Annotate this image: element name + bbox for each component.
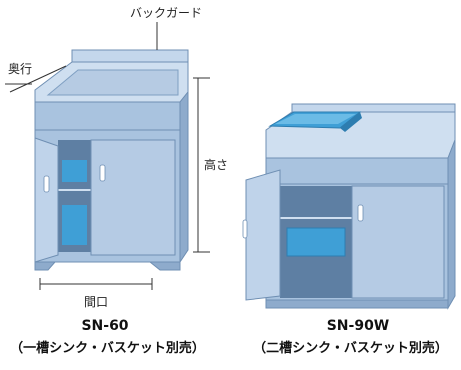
backguard-label: バックガード (130, 6, 203, 20)
sn-60-model: SN-60 (81, 318, 129, 334)
sn-90w-model: SN-90W (326, 318, 390, 334)
dimension-lines (5, 22, 210, 290)
sn-90w-cabinet (242, 103, 456, 310)
height-label: 高さ (204, 158, 229, 172)
sn-60-description: （一槽シンク・バスケット別売） (10, 341, 205, 356)
sn-90w-description: （二槽シンク・バスケット別売） (253, 341, 448, 356)
depth-label: 奥行 (8, 62, 33, 76)
width-label: 間口 (84, 295, 109, 309)
sn-60-cabinet (34, 49, 189, 271)
